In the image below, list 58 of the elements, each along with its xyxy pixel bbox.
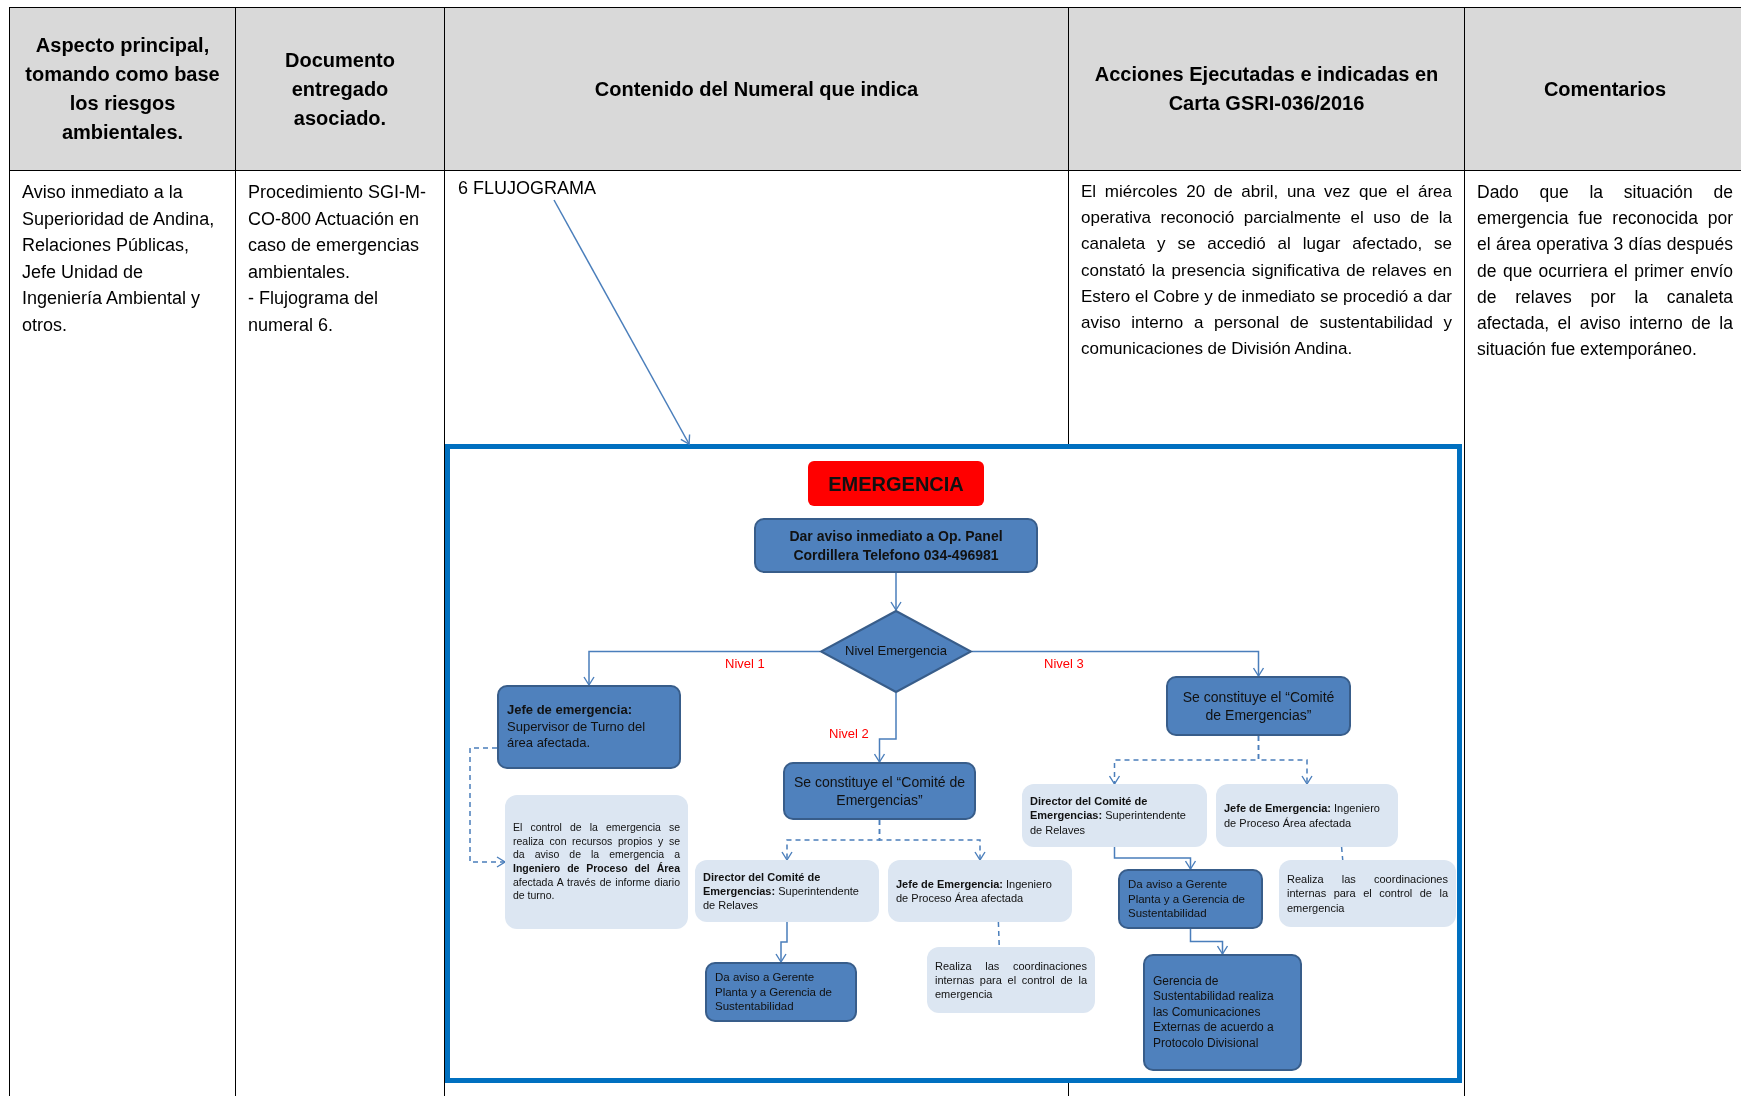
column-header: Comentarios [1542,76,1668,102]
arrow [1189,928,1229,955]
arrow [553,199,691,445]
box-text: Nivel Emergencia [845,643,947,660]
process-box [783,762,976,820]
process-box [1143,954,1302,1071]
note-box [505,795,688,929]
connector-line [997,921,1000,948]
box-text: Director del Comité de Emergencias: Superintendente de Relaves [1030,794,1187,837]
box-text: Se constituye el “Comité de Emergencias” [1181,687,1336,725]
arrow [878,819,986,861]
box-heading: Jefe de emergencia: [507,701,633,719]
column-header: Aspecto principal, tomando como base los riesgos ambientales. [24,33,221,145]
arrow [583,650,821,686]
decision-diamond [820,610,972,693]
column-header: Acciones Ejecutadas e indicadas en Carta GSRI-036/2016 [1093,62,1440,116]
box-text: Gerencia de Sustentabilidad realiza las Comunicaciones Externas de acuerdo a Protocolo Divisional [1153,973,1275,1052]
cell-text: Procedimiento SGI-M-CO-800 Actuación en caso de emergencias ambientales. [247,181,428,284]
process-box [497,685,681,769]
note-box [888,860,1072,922]
box-text: Da aviso a Gerente Planta y a Gerencia de Sustentabilidad [715,969,833,1015]
arrow [971,650,1265,677]
arrow [873,692,897,763]
alert-box [808,461,984,506]
arrow [775,921,788,963]
box-text: Realiza las coordinaciones internas para el control de la emergencia [935,958,1087,1002]
note-box [1216,784,1398,847]
box-text: Jefe de Emergencia: Ingeniero de Proceso Área afectada [1224,801,1381,830]
note-box [927,947,1095,1013]
arrow [1257,735,1313,785]
box-text: Jefe de Emergencia: Ingeniero de Proceso Área afectada [896,876,1053,906]
process-box [705,962,857,1022]
process-box [1118,869,1263,929]
column-header: Documento entregado asociado. [284,47,396,131]
cell-text: - Flujograma del numeral 6. [247,287,380,337]
box-text: El control de la emergencia se realiza con recursos propios y se da aviso de la emergencia a Ingeniero de Proceso del Área afectada A través de informe diario de turno. [513,821,680,903]
cell-text: El miércoles 20 de abril, una vez que el área operativa reconoció parcialmente el uso de la canaleta y se accedió al lugar afectado, se constató la presencia significativa de relaves en Estero el Cobre y de inmediato se procedió a dar aviso interno a personal de sustentabilidad y comunicaciones de División Andina. [1080,181,1453,361]
note-box [1279,860,1456,927]
box-text: Realiza las coordinaciones internas para el control de la emergencia [1287,872,1448,915]
connector-line [1340,846,1344,861]
process-box [1166,676,1351,736]
box-text: Se constituye el “Comité de Emergencias” [793,772,966,810]
note-box [1022,784,1207,847]
column-header: Contenido del Numeral que indica [593,76,920,102]
arrow [1113,846,1197,870]
cell-text: Dado que la situación de emergencia fue reconocida por el área operativa 3 días después de que ocurriera el primer envío de relaves por la canaleta afectada, el aviso interno de la situación fue extemporáneo. [1476,181,1734,362]
box-text: Director del Comité de Emergencias: Superintendente de Relaves [703,869,860,913]
note-box [695,860,879,922]
box-text: Da aviso a Gerente Planta y a Gerencia de Sustentabilidad [1128,876,1246,922]
flowchart-frame [445,444,1462,1083]
arrow [469,747,506,868]
process-box [754,518,1038,573]
cell-text: Aviso inmediato a la Superioridad de Andina, Relaciones Públicas, Jefe Unidad de Ingeniería Ambiental y otros. [21,181,216,337]
section-heading: 6 FLUJOGRAMA [458,176,618,200]
box-text: EMERGENCIA [828,471,964,497]
box-text: Dar aviso inmediato a Op. Panel Cordillera Telefono 034-496981 [788,527,1004,564]
arrow [890,572,902,611]
box-text: Supervisor de Turno del área afectada. [507,718,647,753]
